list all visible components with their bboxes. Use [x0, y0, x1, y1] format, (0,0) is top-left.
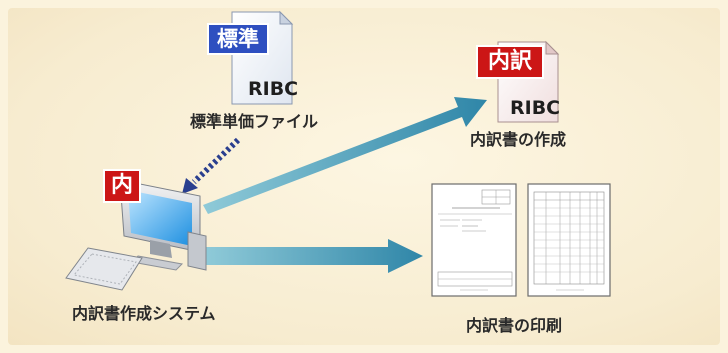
printed-sheet-1	[431, 183, 517, 297]
printed-sheet-2	[527, 183, 611, 297]
print-caption: 内訳書の印刷	[466, 316, 563, 335]
standard-badge-label: 標準	[217, 27, 259, 51]
breakdown-doc-icon	[476, 40, 560, 123]
dotted-import-arrow	[182, 137, 241, 194]
computer-icon	[65, 169, 207, 291]
breakdown-badge	[476, 45, 544, 79]
create-caption: 内訳書の作成	[470, 130, 567, 149]
create-arrow	[203, 97, 487, 214]
print-arrow	[206, 239, 423, 273]
standard-price-file-icon	[207, 10, 294, 105]
standard-badge	[207, 23, 269, 55]
system-caption: 内訳書作成システム	[72, 304, 216, 323]
standard-file-caption: 標準単価ファイル	[190, 112, 319, 131]
breakdown-badge-label: 内訳	[487, 49, 532, 74]
system-badge	[103, 169, 141, 203]
system-badge-label: 内	[110, 173, 133, 198]
standard-doc-code: RIBC	[248, 78, 299, 100]
breakdown-doc-code: RIBC	[510, 97, 561, 119]
